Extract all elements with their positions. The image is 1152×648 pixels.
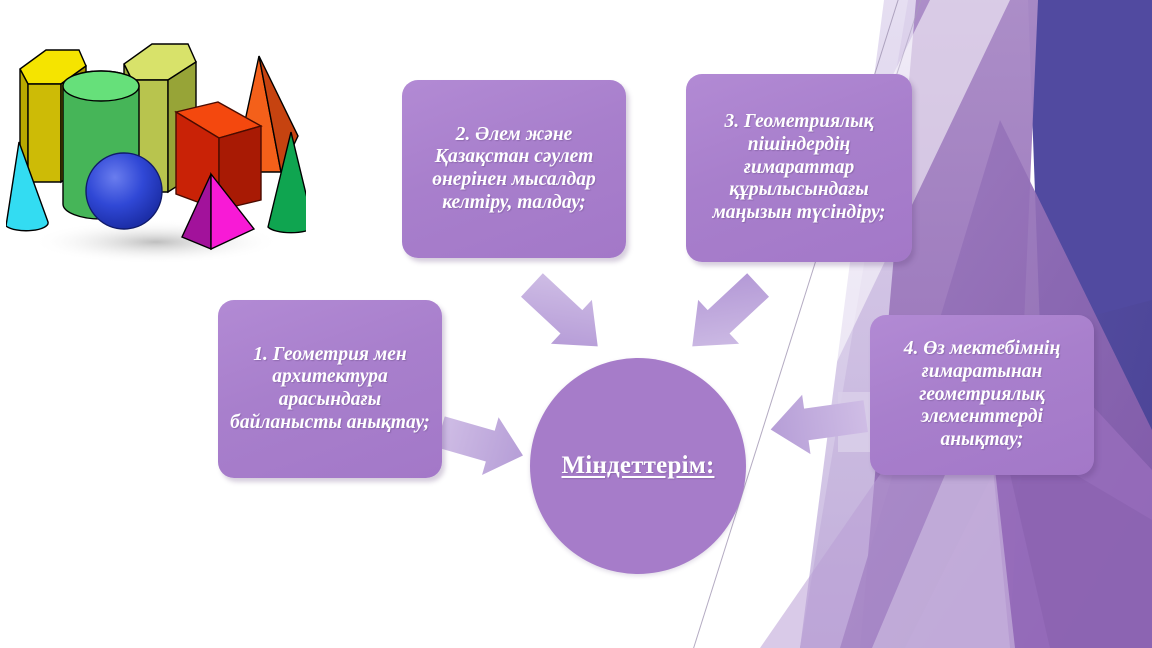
arrow-box1-to-center — [435, 416, 523, 475]
magenta-pyramid — [181, 171, 256, 251]
cyan-cone — [6, 141, 49, 232]
task-box-4-text: 4. Өз мектебімнің ғимаратынан геометриял… — [903, 338, 1061, 450]
center-circle: Міндеттерім: — [530, 358, 746, 574]
task-box-3-text: 3. Геометриялық пішіндердің ғимараттар қ… — [712, 111, 886, 223]
blue-sphere — [85, 152, 163, 230]
arrow-box3-to-center-shape — [692, 273, 770, 347]
arrow-box2-to-center — [520, 273, 598, 347]
task-box-1: 1. Геометрия мен архитектура арасындағы … — [218, 300, 442, 478]
task-box-4: 4. Өз мектебімнің ғимаратынан геометриял… — [870, 315, 1094, 475]
task-box-3: 3. Геометриялық пішіндердің ғимараттар қ… — [686, 74, 912, 262]
task-box-2: 2. Әлем және Қазақстан сәулет өнерінен м… — [402, 80, 626, 258]
task-box-2-text: 2. Әлем және Қазақстан сәулет өнерінен м… — [432, 123, 596, 213]
center-circle-label: Міндеттерім: — [561, 452, 715, 479]
green-cone — [267, 131, 306, 234]
3d-geometric-solids-illustration — [6, 43, 306, 264]
arrow-box4-to-center — [770, 394, 868, 455]
task-box-1-text: 1. Геометрия мен архитектура арасындағы … — [230, 343, 430, 433]
